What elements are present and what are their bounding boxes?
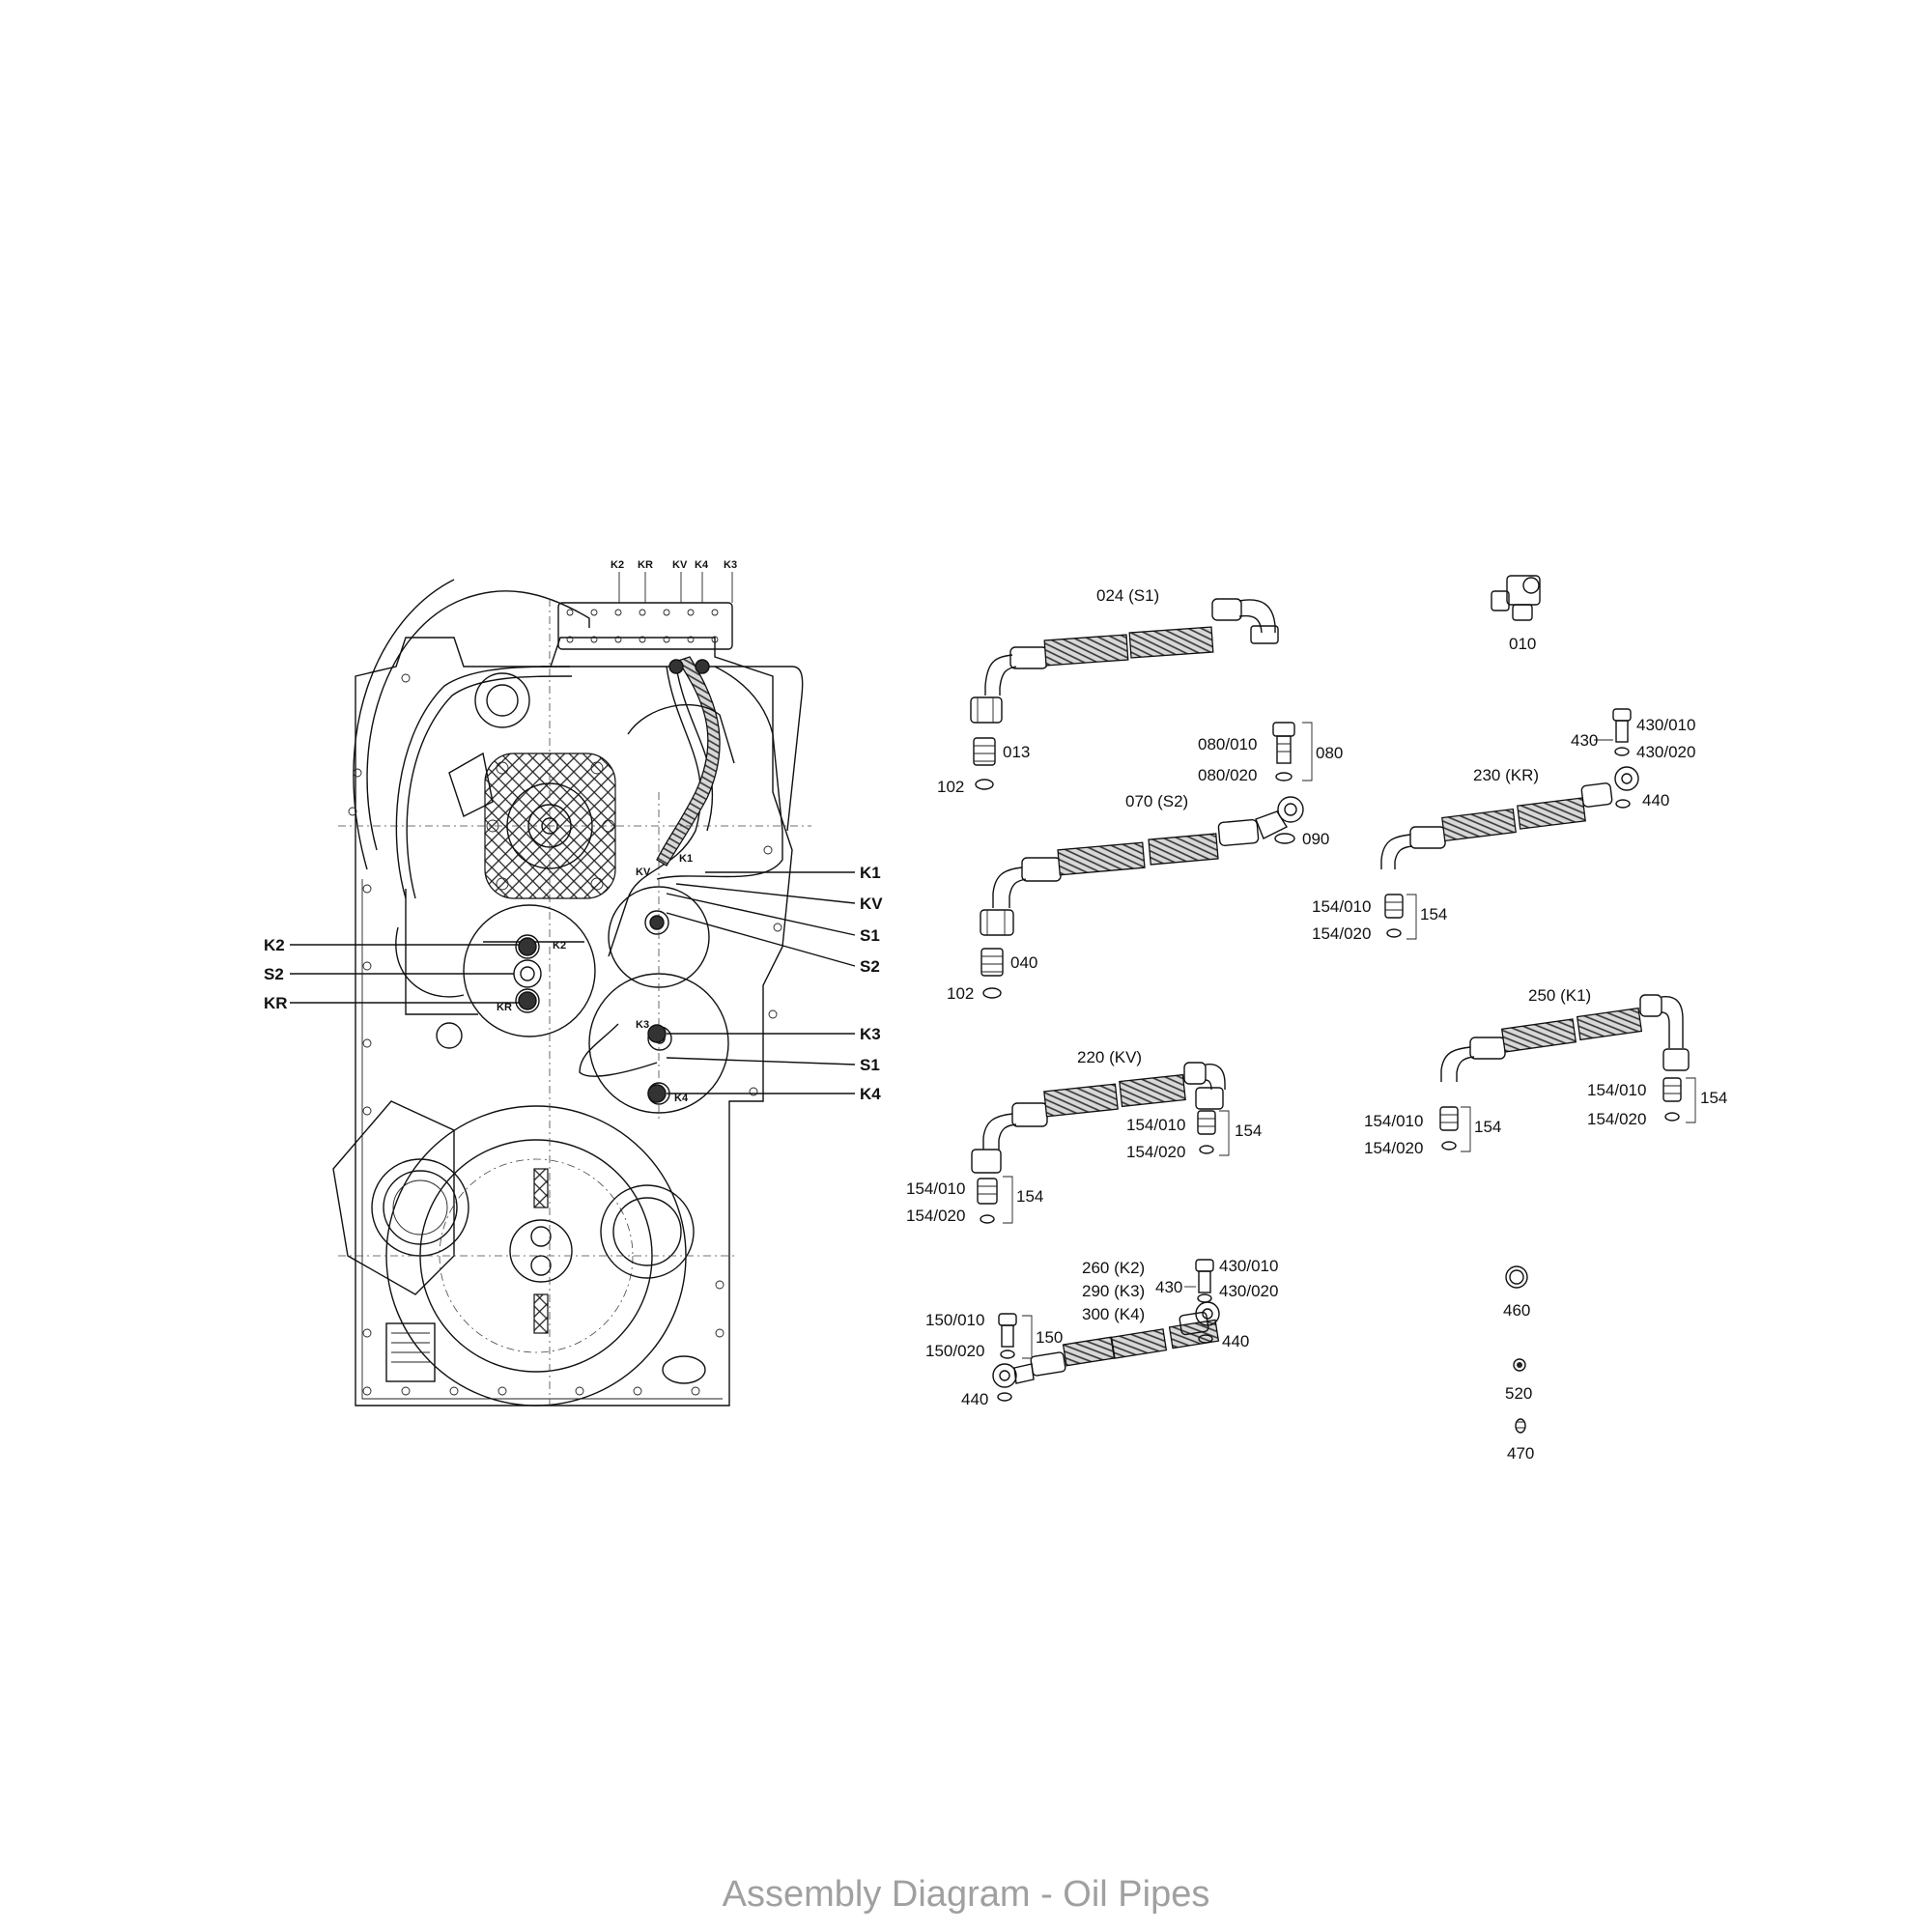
label-080-020: 080/020 (1198, 766, 1257, 784)
banjo-bolt-080: 080/010 080/020 080 (1198, 722, 1343, 784)
part-470: 470 (1507, 1418, 1534, 1463)
diagram-caption: Assembly Diagram - Oil Pipes (722, 1874, 1210, 1915)
label-154-020-a: 154/020 (1312, 924, 1371, 943)
top-label-k3: K3 (724, 559, 737, 571)
label-150-020: 150/020 (925, 1342, 984, 1360)
label-154-c: 154 (1700, 1089, 1727, 1107)
gear-circle-left (463, 904, 596, 1037)
fitting-154-k1-left: 154/010 154/020 154 (1364, 1106, 1501, 1157)
label-013: 013 (1003, 743, 1030, 761)
callout-s1: S1 (860, 926, 880, 945)
hose-230-kr: 230 (KR) 440 (1380, 766, 1669, 869)
fitting-013: 013 102 (937, 737, 1030, 796)
label-260: 260 (K2) (1082, 1259, 1145, 1277)
hose-250-k1: 250 (K1) (1440, 986, 1690, 1082)
inner-label-kr: KR (497, 1002, 512, 1013)
label-430-top: 430 (1571, 731, 1598, 750)
label-154-010-c: 154/010 (1587, 1081, 1646, 1099)
inner-label-k2: K2 (553, 940, 566, 952)
inner-label-k4: K4 (674, 1093, 689, 1104)
callout-s2-left: S2 (264, 965, 284, 983)
transmission-housing: K2 KR KV K4 K3 (264, 559, 883, 1410)
callout-kv: KV (860, 895, 883, 913)
label-154-d: 154 (1235, 1122, 1262, 1140)
callout-k3: K3 (860, 1025, 881, 1043)
top-label-kv: KV (672, 559, 688, 571)
part-520: 520 (1505, 1358, 1532, 1403)
label-154-010-d: 154/010 (1126, 1116, 1185, 1134)
label-090: 090 (1302, 830, 1329, 848)
callout-kr: KR (264, 994, 288, 1012)
hose-024-s1: 024 (S1) (970, 586, 1279, 724)
label-430-lower: 430 (1155, 1278, 1182, 1296)
label-154-e: 154 (1016, 1187, 1043, 1206)
label-220: 220 (KV) (1077, 1048, 1142, 1066)
label-154-010-a: 154/010 (1312, 897, 1371, 916)
label-460: 460 (1503, 1301, 1530, 1320)
top-label-k4: K4 (695, 559, 709, 571)
label-430-010-lower: 430/010 (1219, 1257, 1278, 1275)
label-250: 250 (K1) (1528, 986, 1591, 1005)
label-154-010-b: 154/010 (1364, 1112, 1423, 1130)
label-430-020-top: 430/020 (1636, 743, 1695, 761)
label-070: 070 (S2) (1125, 792, 1188, 810)
fitting-154-kr: 154/010 154/020 154 (1312, 894, 1447, 943)
label-154-a: 154 (1420, 905, 1447, 923)
label-440-top: 440 (1642, 791, 1669, 810)
callout-k4: K4 (860, 1085, 881, 1103)
label-230: 230 (KR) (1473, 766, 1539, 784)
label-440-bottom: 440 (961, 1390, 988, 1408)
label-300: 300 (K4) (1082, 1305, 1145, 1323)
inner-label-k3: K3 (636, 1019, 649, 1031)
label-470: 470 (1507, 1444, 1534, 1463)
hose-clamp-460: 460 (1503, 1265, 1530, 1320)
label-040: 040 (1010, 953, 1037, 972)
label-010: 010 (1509, 635, 1536, 653)
fitting-154-k1-right: 154/010 154/020 154 (1587, 1077, 1727, 1128)
label-102-mid: 102 (947, 984, 974, 1003)
label-080-010: 080/010 (1198, 735, 1257, 753)
label-102-top: 102 (937, 778, 964, 796)
top-label-kr: KR (638, 559, 653, 571)
label-440-mid: 440 (1222, 1332, 1249, 1350)
label-154-020-e: 154/020 (906, 1207, 965, 1225)
fitting-154-kv-right: 154/010 154/020 154 (1126, 1110, 1262, 1161)
top-label-k2: K2 (611, 559, 624, 571)
label-520: 520 (1505, 1384, 1532, 1403)
hose-260-290-300: 260 (K2) 290 (K3) 300 (K4) 440 440 (961, 1259, 1249, 1408)
label-154-020-b: 154/020 (1364, 1139, 1423, 1157)
banjo-bolt-430-lower: 430 430/010 430/020 (1155, 1257, 1278, 1303)
callout-s1-lower: S1 (860, 1056, 880, 1074)
banjo-bolt-150: 150/010 150/020 150 (925, 1311, 1063, 1360)
callout-k1: K1 (860, 864, 881, 882)
fitting-040: 040 102 (947, 948, 1037, 1003)
label-154-020-c: 154/020 (1587, 1110, 1646, 1128)
fitting-154-kv-left: 154/010 154/020 154 (906, 1176, 1043, 1225)
hose-220-kv: 220 (KV) (971, 1048, 1226, 1174)
inner-label-kv: KV (636, 867, 651, 878)
label-024: 024 (S1) (1096, 586, 1159, 605)
adapter-010: 010 (1491, 575, 1541, 653)
label-154-010-e: 154/010 (906, 1179, 965, 1198)
banjo-bolt-430-top: 430 430/010 430/020 (1571, 708, 1695, 761)
label-150: 150 (1036, 1328, 1063, 1347)
valve-block (557, 602, 733, 650)
callout-k2: K2 (264, 936, 285, 954)
label-150-010: 150/010 (925, 1311, 984, 1329)
inner-label-k1: K1 (679, 853, 693, 865)
label-154-b: 154 (1474, 1118, 1501, 1136)
callout-s2-right: S2 (860, 957, 880, 976)
label-430-010-top: 430/010 (1636, 716, 1695, 734)
hose-070-s2: 070 (S2) 090 (980, 792, 1329, 936)
label-154-020-d: 154/020 (1126, 1143, 1185, 1161)
label-430-020-lower: 430/020 (1219, 1282, 1278, 1300)
label-080: 080 (1316, 744, 1343, 762)
label-290: 290 (K3) (1082, 1282, 1145, 1300)
